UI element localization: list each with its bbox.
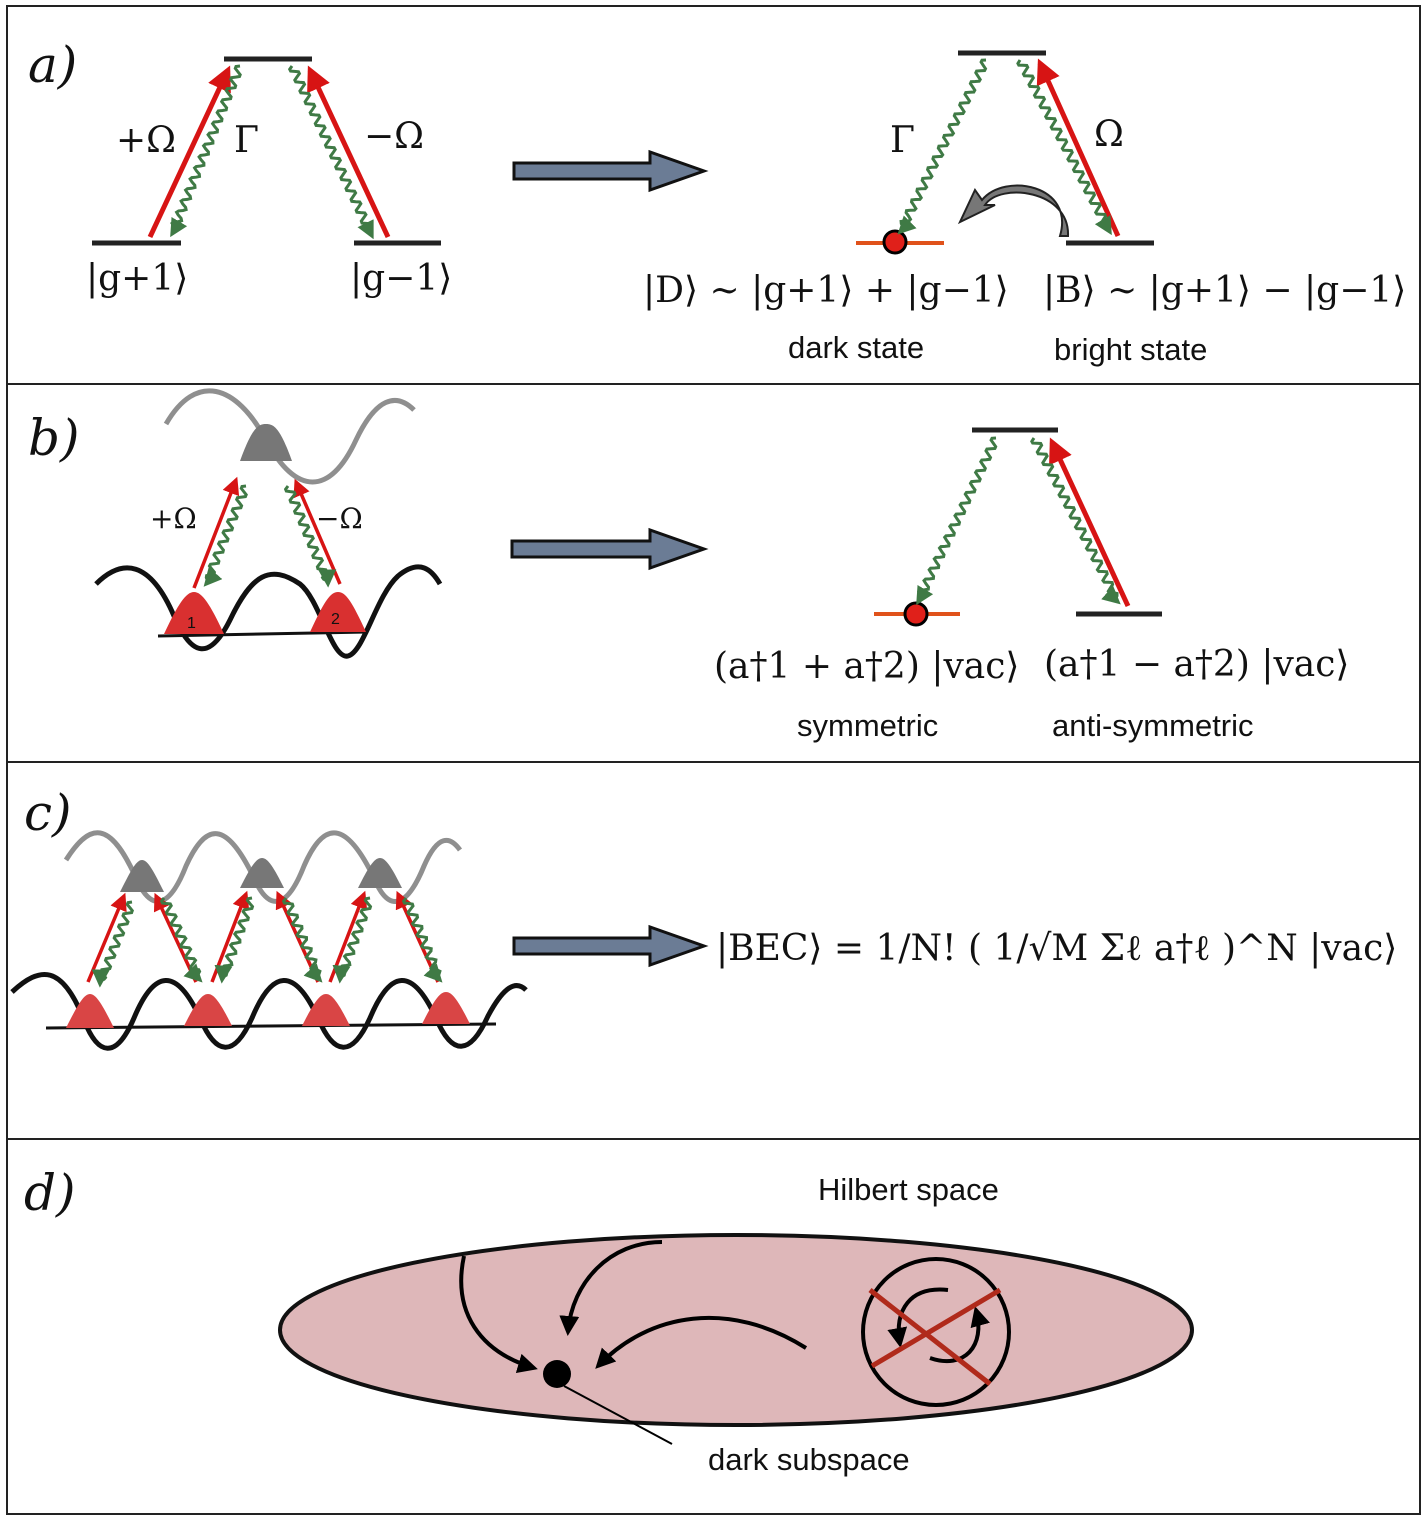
dark-subspace-point (543, 1360, 571, 1388)
decay-wiggle-to-antisym (1030, 437, 1121, 605)
pump-arrow-plus (147, 65, 231, 239)
transform-arrow-a (512, 149, 709, 193)
decay-wiggle-c3 (214, 896, 255, 984)
site-label-2: 2 (331, 611, 340, 628)
pump-arrow-antisym (1049, 437, 1131, 608)
dark-subspace-caption: dark subspace (708, 1442, 910, 1477)
figure-frame (6, 5, 1421, 1515)
label-omega-a-right: Ω (1094, 114, 1124, 155)
cross-line-1 (868, 1288, 992, 1386)
site-wavepacket-c4 (422, 992, 470, 1024)
pump-arrow-bright (1036, 58, 1121, 238)
site-wavepacket-2 (310, 592, 366, 632)
panel-a-label: a) (28, 36, 77, 94)
lattice-potential-b (94, 564, 443, 659)
hilbert-space-caption: Hilbert space (818, 1172, 999, 1207)
dark-state-population-dot (882, 229, 908, 255)
site-wavepacket-1 (164, 592, 224, 634)
lattice-potential-c (10, 972, 528, 1051)
bright-state-formula: |B⟩ ∼ |g+1⟩ − |g−1⟩ (1043, 270, 1406, 311)
panel-d: d) Hilbert space dark subspace (24, 1164, 1194, 1477)
excited-wavepacket-b (240, 424, 292, 461)
decay-wiggle-right (287, 65, 374, 240)
decay-wiggle-c6 (401, 897, 443, 983)
ket-g-minus: |g−1⟩ (350, 258, 452, 299)
decay-wiggle-left (170, 64, 242, 238)
pump-arrow-c1 (86, 892, 127, 983)
flow-arrow-top (559, 1240, 663, 1336)
excited-wavepacket-c3 (358, 858, 402, 888)
label-minus-omega-a: −Ω (364, 116, 424, 157)
lattice-baseline-c (45, 1022, 497, 1030)
label-gamma-a-left: Γ (234, 120, 259, 161)
site-wavepacket-c1 (66, 994, 114, 1028)
site-label-1: 1 (187, 615, 196, 632)
symmetric-formula: (a†1 + a†2) |vac⟩ (714, 646, 1019, 687)
site-wavepacket-c2 (184, 994, 232, 1026)
cycle-arrow-right (929, 1306, 990, 1364)
panel-b-label: b) (28, 409, 80, 467)
excited-potential-b (163, 388, 416, 485)
panel-a: a) +Ω Γ −Ω |g+1⟩ |g−1⟩ Γ Ω |D⟩ ∼ |g+1⟩ +… (28, 36, 1406, 367)
cross-line-2 (870, 1287, 1002, 1369)
hilbert-space-ellipse (278, 1233, 1194, 1427)
label-gamma-a-right: Γ (890, 120, 915, 161)
panel-b: b) 1 2 +Ω −Ω (a†1 + a†2) |vac⟩ (a†1 − a†… (28, 388, 1349, 743)
site-wavepacket-c3 (302, 994, 350, 1026)
symmetric-caption: symmetric (797, 708, 938, 743)
dark-subspace-pointer (563, 1385, 673, 1445)
transform-arrow-b (510, 527, 709, 571)
decay-wiggle-c5 (332, 896, 373, 984)
panel-c-label: c) (24, 784, 72, 842)
pump-arrow-b-plus (192, 476, 240, 589)
excited-wavepacket-c2 (240, 858, 284, 888)
decay-wiggle-c4 (281, 897, 323, 983)
decay-wiggle-b-left (203, 484, 248, 587)
decay-wiggle-b-right (283, 485, 337, 588)
transform-arrow-c (512, 924, 709, 968)
bec-formula: |BEC⟩ = 1/N! ( 1/√M Σℓ a†ℓ )^N |vac⟩ (716, 928, 1397, 969)
lattice-baseline-b (157, 630, 369, 638)
label-plus-omega-a: +Ω (116, 120, 176, 161)
cycle-arrow-left (887, 1287, 949, 1348)
panel-d-label: d) (24, 1164, 76, 1222)
flow-arrow-right (595, 1315, 808, 1369)
panel-c: c) |BEC⟩ = 1/N! ( 1/√M Σℓ a†ℓ )^N |vac⟩ (10, 784, 1397, 1051)
flow-arrow-left (459, 1255, 538, 1374)
pump-arrow-c3 (210, 890, 250, 983)
cycle-circle (861, 1257, 1011, 1407)
decay-wiggle-c1 (91, 900, 135, 988)
decay-wiggle-c2 (159, 897, 203, 983)
excited-wavepacket-c1 (120, 860, 164, 892)
decay-wiggle-to-bright (1016, 59, 1112, 236)
label-minus-omega-b: −Ω (316, 502, 363, 535)
ket-g-plus: |g+1⟩ (86, 258, 188, 299)
decay-wiggle-to-sym (916, 436, 998, 606)
antisymmetric-caption: anti-symmetric (1052, 708, 1254, 743)
symmetric-population-dot (903, 601, 929, 627)
dark-state-caption: dark state (788, 330, 924, 365)
label-plus-omega-b: +Ω (150, 502, 197, 535)
antisymmetric-formula: (a†1 − a†2) |vac⟩ (1044, 644, 1349, 685)
pump-arrow-b-minus (293, 478, 342, 585)
pump-arrow-minus (307, 65, 391, 239)
pump-arrow-c5 (328, 890, 368, 983)
bright-state-caption: bright state (1054, 332, 1207, 367)
curved-transfer-arrow (957, 184, 1070, 237)
decay-wiggle-to-dark (897, 58, 988, 235)
dark-state-formula: |D⟩ ∼ |g+1⟩ + |g−1⟩ (643, 270, 1009, 311)
